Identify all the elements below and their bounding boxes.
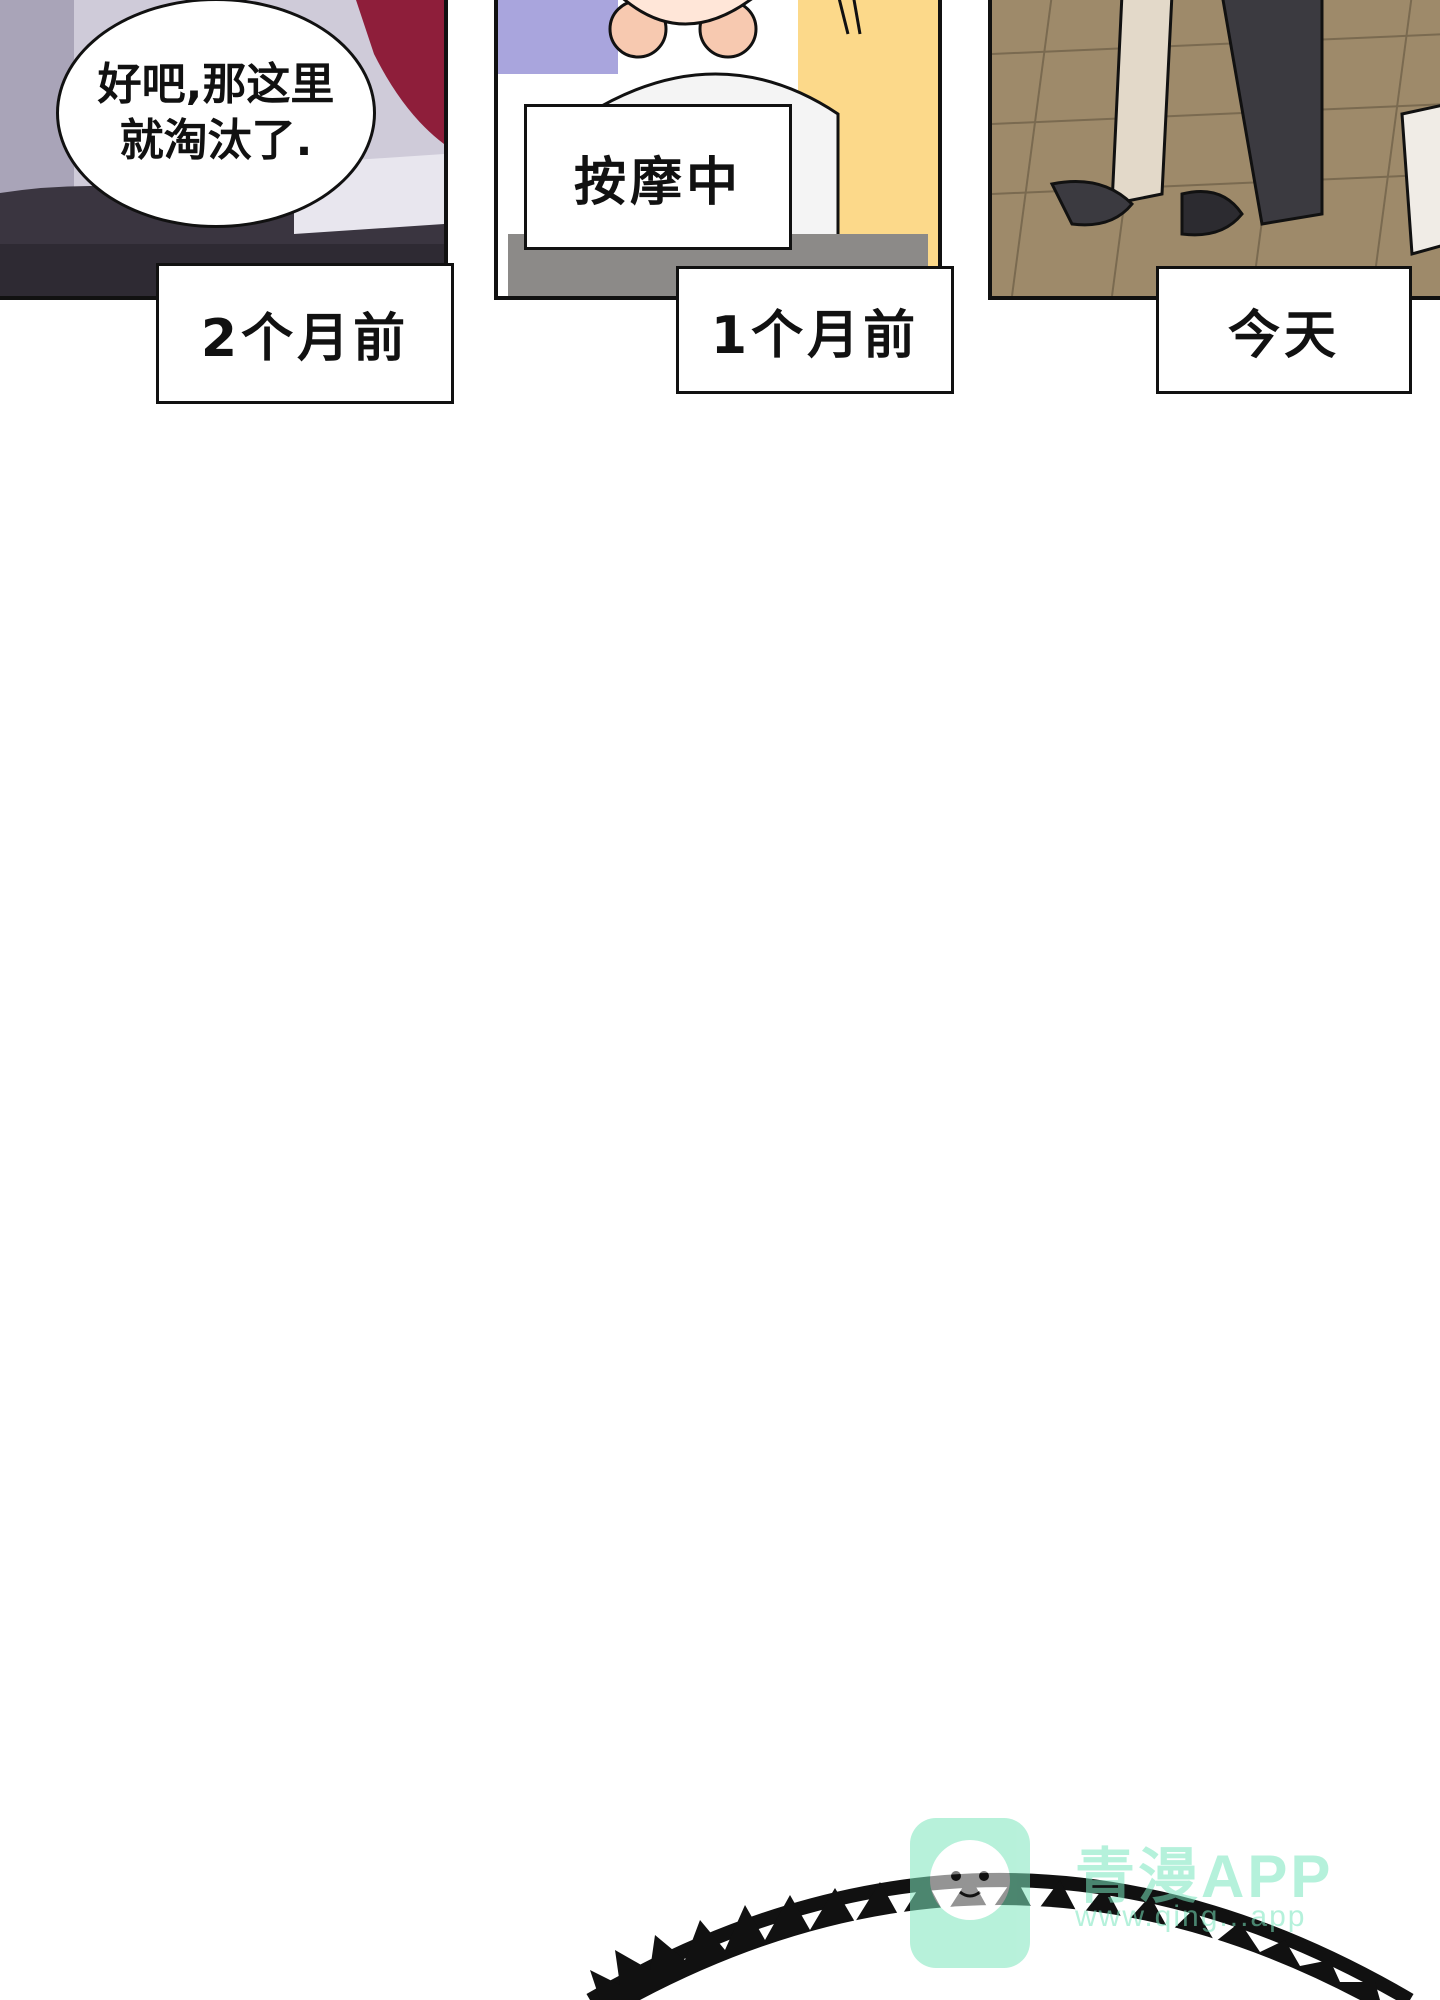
watermark-logo-icon (910, 1818, 1030, 1968)
comic-panel-today (988, 0, 1440, 300)
watermark-logo-text: 青漫APP (1075, 1843, 1334, 1910)
sign-massage-in-progress: 按摩中 (524, 104, 792, 250)
watermark-url: www.qing...app (1075, 1900, 1307, 1933)
caption-one-month-ago: 1个月前 (676, 266, 954, 394)
speech-line-1: 好吧,那这里 (97, 59, 335, 110)
comic-panel-two-months-ago: 好吧,那这里 就淘汰了. (0, 0, 448, 300)
speech-bubble: 好吧,那这里 就淘汰了. (56, 0, 376, 228)
caption-today: 今天 (1156, 266, 1412, 394)
eye-burst-artwork (586, 1818, 1414, 2000)
panel-3-artwork (992, 0, 1440, 296)
caption-two-months-ago: 2个月前 (156, 263, 454, 404)
speech-line-2: 就淘汰了. (119, 115, 313, 166)
